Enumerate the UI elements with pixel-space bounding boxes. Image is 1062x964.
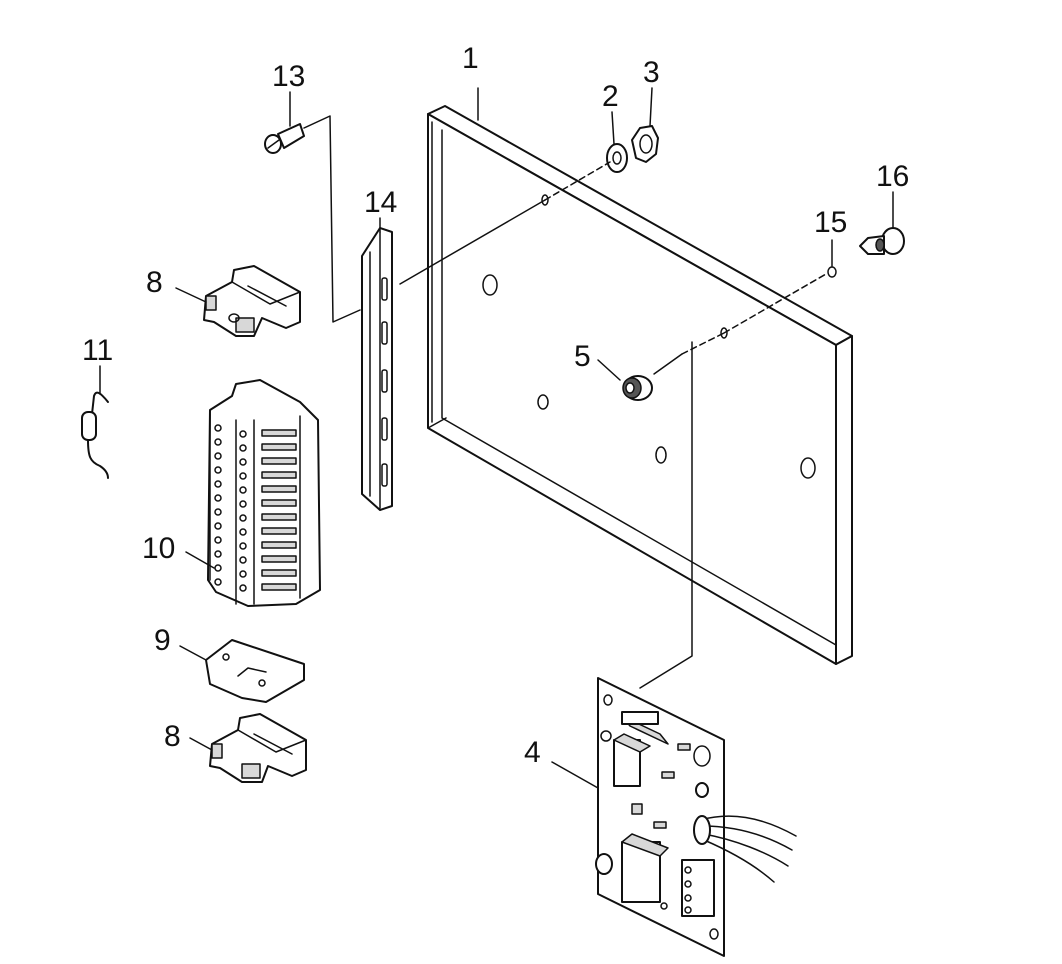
leader-lines [99, 87, 894, 789]
callout-10: 10 [142, 532, 175, 565]
end-plate [205, 639, 305, 703]
callout-8-lower: 8 [164, 720, 181, 753]
callout-1: 1 [462, 42, 479, 75]
callout-2: 2 [602, 80, 619, 113]
washer [606, 143, 628, 173]
cable-with-ferrite [81, 391, 109, 479]
callout-9: 9 [154, 624, 171, 657]
callout-16: 16 [876, 160, 909, 193]
end-clamp-lower [209, 713, 307, 783]
circuit-board [595, 677, 797, 957]
nut [631, 125, 659, 163]
callout-15: 15 [814, 206, 847, 239]
spacer [622, 375, 653, 401]
din-rail [361, 227, 393, 511]
callout-11: 11 [82, 334, 113, 367]
push-rivet [859, 227, 905, 255]
small-ring [827, 266, 837, 278]
end-clamp-upper [203, 265, 301, 337]
terminal-block-stack [207, 379, 321, 607]
assembly-lines [303, 115, 827, 689]
callout-4: 4 [524, 736, 541, 769]
callout-3: 3 [643, 56, 660, 89]
callout-5: 5 [574, 340, 591, 373]
screw [264, 123, 305, 154]
callout-8-upper: 8 [146, 266, 163, 299]
callout-labels: 1 2 3 13 16 14 15 8 11 5 10 9 8 4 [82, 42, 909, 769]
callout-13: 13 [272, 60, 305, 93]
callout-14: 14 [364, 186, 397, 219]
